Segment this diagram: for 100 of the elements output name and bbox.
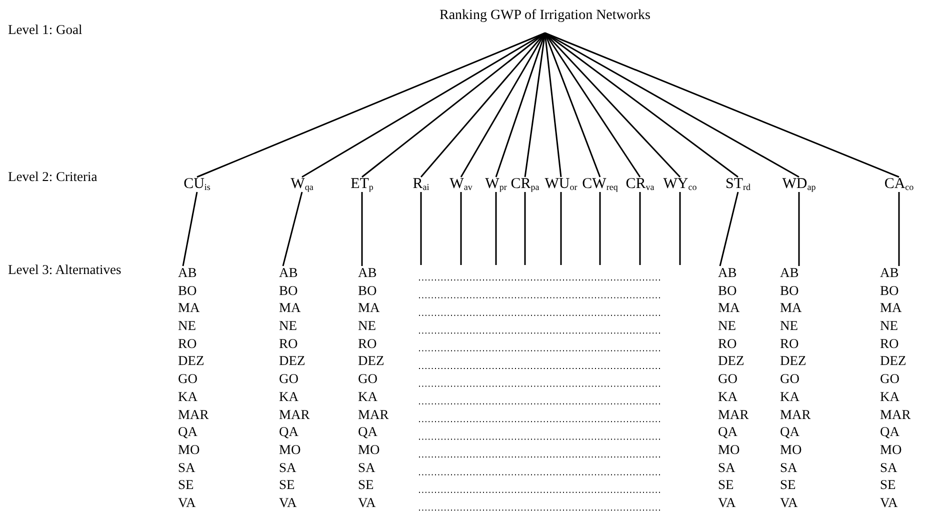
alternative-name: RO	[358, 336, 377, 350]
criterion-label: ST$_{rd}$	[726, 177, 750, 192]
alternative-name: AB	[358, 266, 377, 280]
alternative-name: MA	[358, 301, 380, 315]
connector-line	[361, 192, 363, 266]
alternative-name: NE	[279, 319, 297, 333]
connector-line	[679, 192, 681, 265]
alternative-name: KA	[780, 390, 800, 404]
alternative-name: GO	[178, 372, 198, 386]
alternative-name: MAR	[178, 408, 209, 421]
connector-line	[798, 192, 800, 266]
connector-line	[420, 192, 422, 265]
alternative-name: VA	[780, 496, 798, 510]
alternative-name: KA	[718, 390, 738, 404]
connector-line	[599, 192, 601, 265]
alternative-name: VA	[880, 496, 898, 510]
alternative-name: NE	[718, 319, 736, 333]
alternative-name: RO	[718, 336, 737, 350]
connector-line	[898, 192, 900, 266]
connector-line	[420, 32, 546, 178]
alternative-name: VA	[358, 496, 376, 510]
alternative-name: QA	[279, 425, 298, 439]
connector-line	[719, 192, 739, 266]
alternative-name: RO	[178, 336, 197, 350]
alternative-name: AB	[279, 266, 298, 280]
criterion-label: CR$_{va}$	[626, 177, 654, 192]
alternative-name: DEZ	[279, 354, 306, 368]
connector-line	[560, 192, 562, 265]
alternative-name: DEZ	[718, 354, 744, 368]
criterion-label: WD$_{ap}$	[782, 177, 816, 192]
connector-line	[196, 32, 546, 178]
connector-line	[524, 192, 526, 265]
connector-line	[495, 192, 497, 265]
alternative-name: QA	[358, 425, 378, 439]
connector-line	[544, 32, 738, 178]
alternative-name: MA	[718, 301, 740, 315]
criterion-label: WY$_{co}$	[663, 177, 697, 192]
alternative-name: BO	[358, 284, 377, 298]
alternative-name: GO	[358, 372, 378, 386]
alternative-name: QA	[718, 425, 738, 439]
alternative-name: SA	[880, 460, 898, 474]
connector-line	[544, 32, 900, 178]
alternative-name: SA	[358, 460, 376, 474]
criterion-label: W$_{pr}$	[485, 177, 507, 192]
alternative-name: MO	[279, 442, 301, 456]
alternative-name: MA	[780, 301, 802, 315]
alternative-name: AB	[880, 266, 899, 280]
alternative-name: GO	[780, 372, 800, 386]
alternative-name: SE	[718, 478, 734, 492]
alternative-name: GO	[718, 372, 738, 386]
alternative-name: VA	[178, 496, 196, 510]
alternative-name: NE	[178, 319, 196, 333]
alternative-name: MAR	[718, 408, 749, 421]
alternative-name: MA	[279, 301, 301, 315]
alternative-name: SA	[279, 460, 296, 474]
alternative-name: MA	[880, 301, 902, 315]
alternative-name: SA	[718, 460, 736, 474]
alternative-name: MO	[880, 442, 902, 456]
alternative-name: BO	[780, 284, 799, 298]
alternative-name: MAR	[880, 408, 911, 421]
alternative-name: AB	[718, 266, 737, 280]
alternative-name: SE	[880, 478, 896, 492]
alternative-name: RO	[780, 336, 799, 350]
alternative-name: VA	[718, 496, 736, 510]
connector-line	[639, 192, 641, 265]
alternative-name: SA	[780, 460, 798, 474]
alternative-name: DEZ	[358, 354, 384, 368]
alternative-name: GO	[279, 372, 298, 386]
criterion-label: WU$_{or}$	[544, 177, 578, 192]
alternative-name: QA	[178, 425, 198, 439]
alternative-name: MAR	[279, 408, 310, 421]
alternative-name: KA	[279, 390, 298, 404]
criterion-label: R$_{ai}$	[412, 177, 430, 192]
alternative-name: MA	[178, 301, 200, 315]
alternative-name: BO	[279, 284, 298, 298]
alternative-name: SE	[279, 478, 295, 492]
alternative-name: KA	[880, 390, 900, 404]
alternative-name: DEZ	[178, 354, 204, 368]
connector-line	[302, 32, 546, 178]
level-label: Level 3: Alternatives	[8, 263, 122, 276]
alternative-name: AB	[780, 266, 799, 280]
alternative-name: MO	[718, 442, 740, 456]
alternative-name: KA	[358, 390, 378, 404]
alternative-name: RO	[880, 336, 899, 350]
level-label: Level 2: Criteria	[8, 170, 98, 184]
alternative-name: NE	[880, 319, 898, 333]
alternative-name: SE	[358, 478, 374, 492]
alternative-name: DEZ	[780, 354, 806, 368]
level-label: Level 1: Goal	[8, 23, 82, 36]
alternative-name: MO	[178, 442, 200, 456]
connector-line	[544, 32, 800, 178]
connector-line	[182, 192, 198, 266]
alternative-name: MO	[358, 442, 380, 456]
alternative-name: VA	[279, 496, 297, 510]
criterion-label: CW$_{req}$	[582, 177, 618, 192]
alternative-name: NE	[780, 319, 798, 333]
alternative-name: KA	[178, 390, 198, 404]
connector-line	[524, 32, 546, 178]
connector-line	[460, 192, 462, 265]
alternative-name: BO	[718, 284, 737, 298]
